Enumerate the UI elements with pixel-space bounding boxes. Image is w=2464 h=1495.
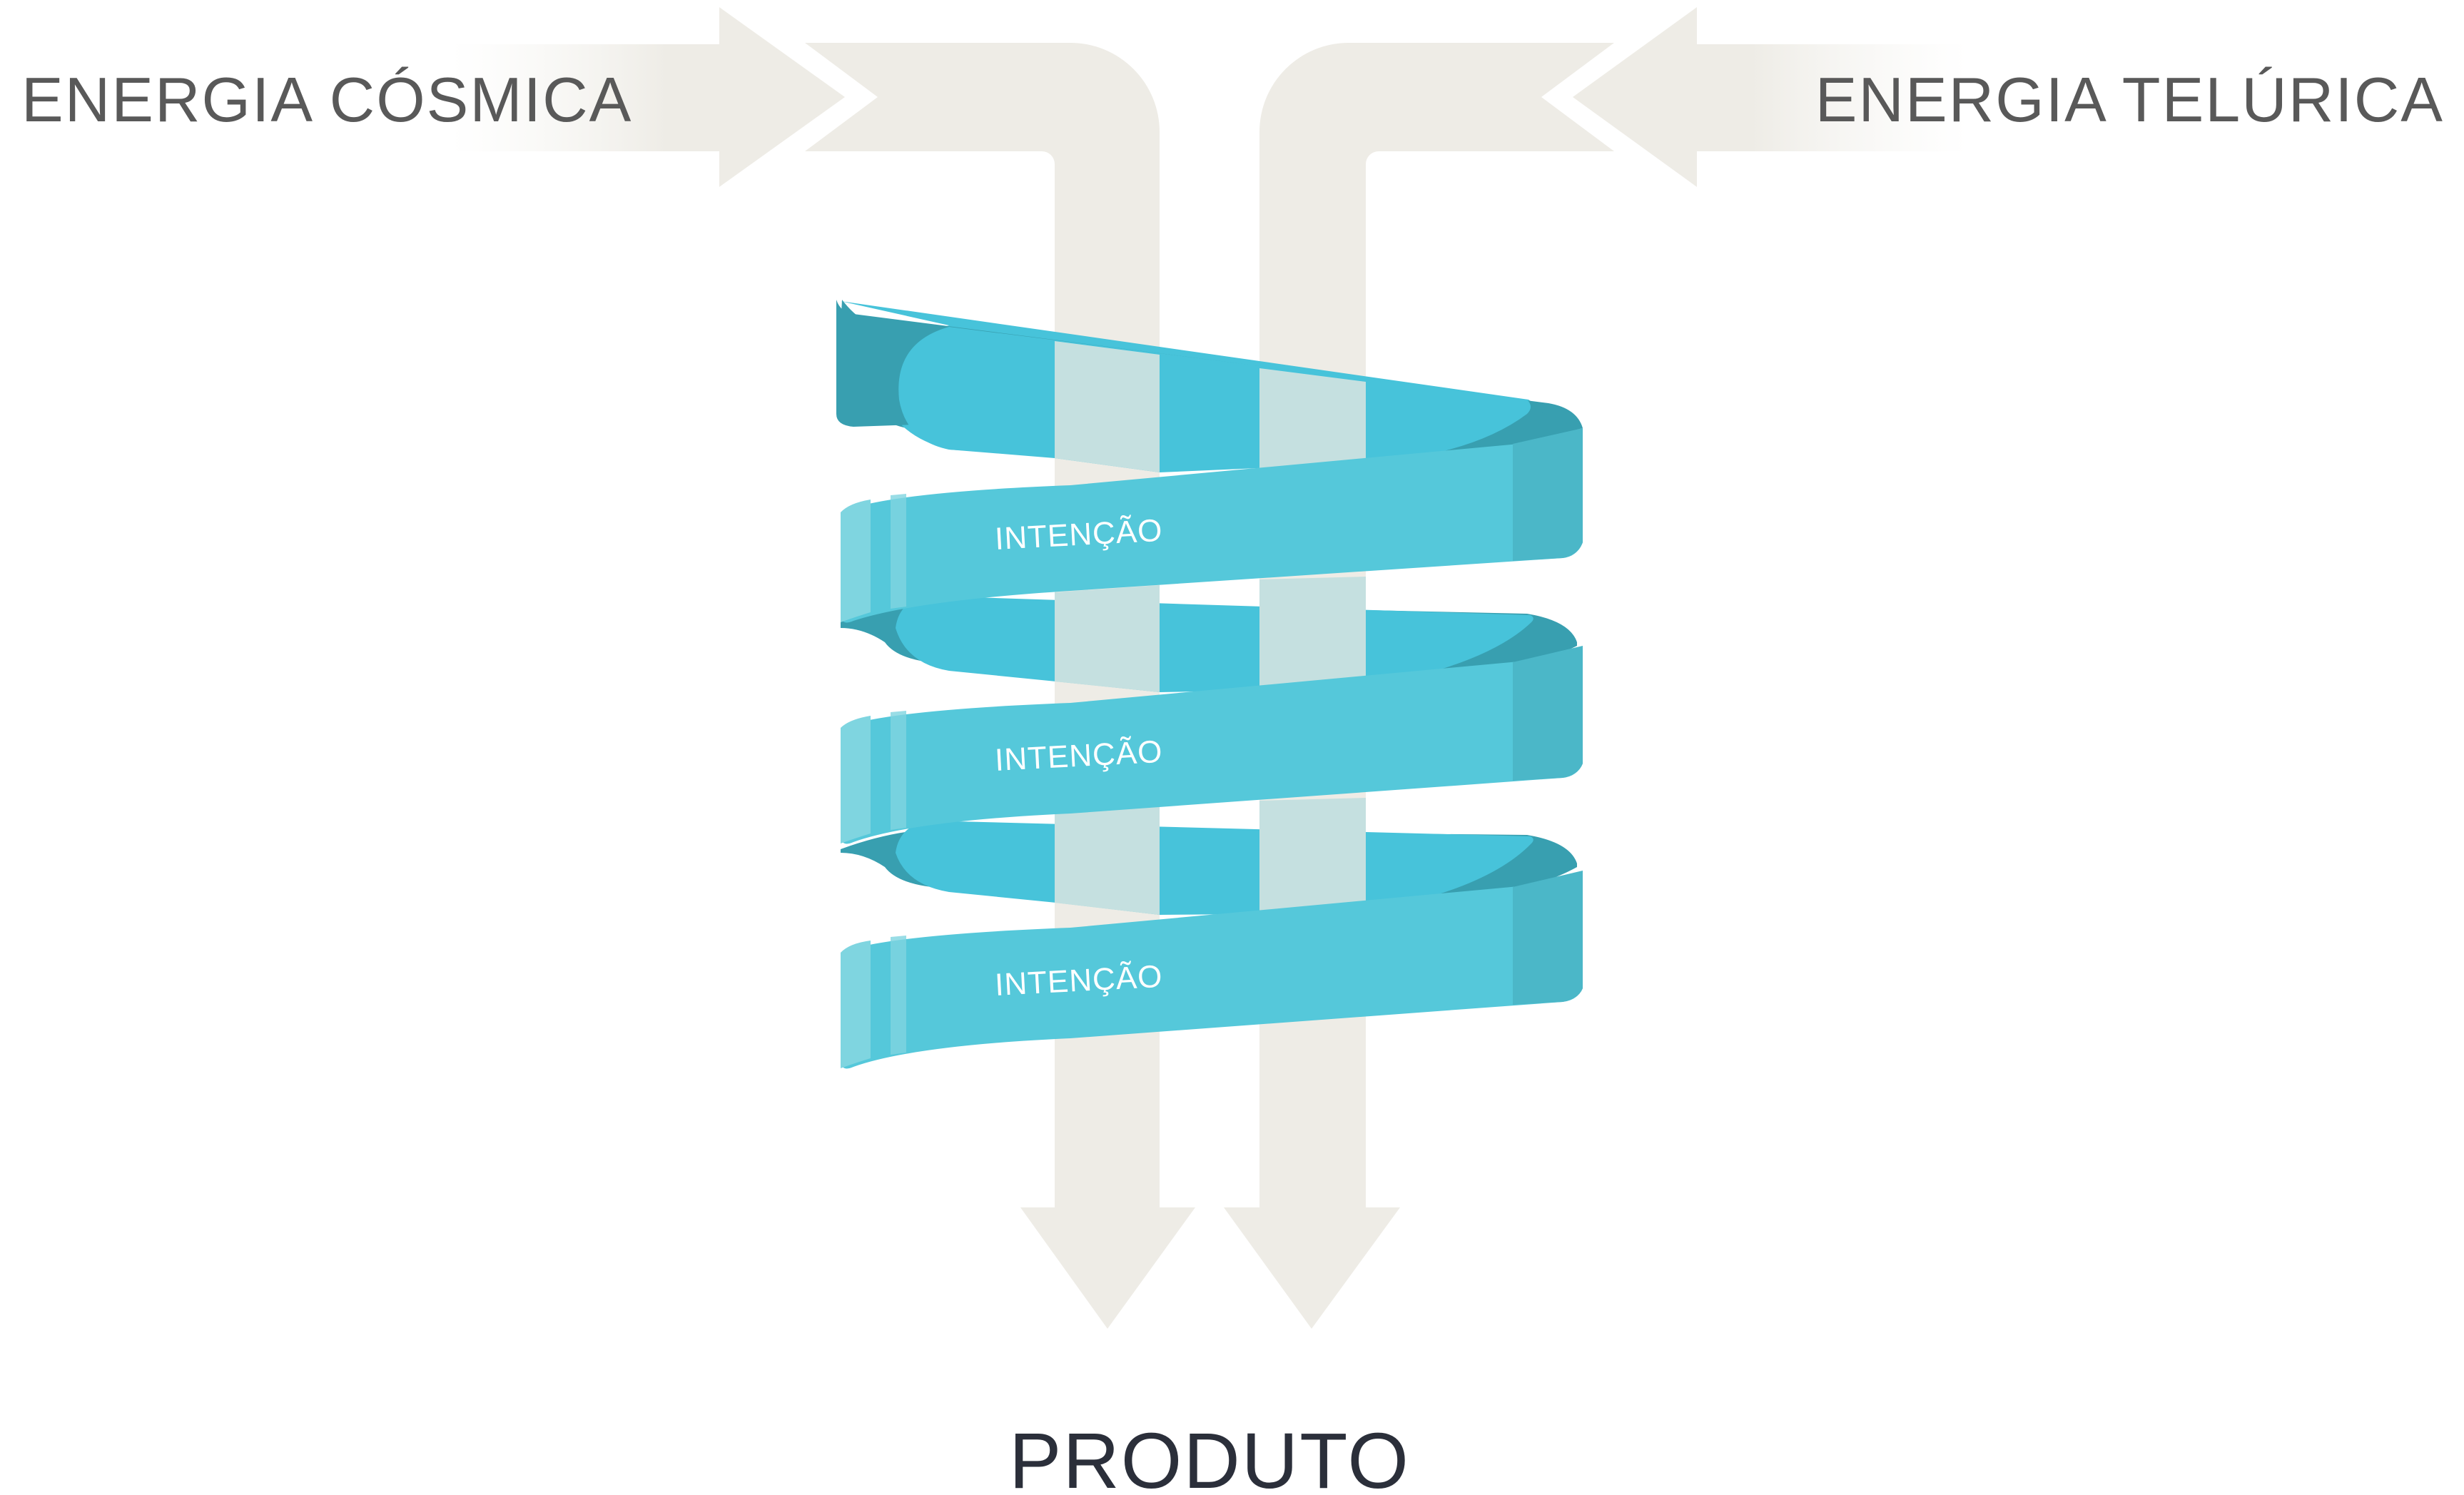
cosmic-energy-arrow [451,7,845,187]
cosmic-energy-label: ENERGIA CÓSMICA [21,64,632,135]
ribbon-front-band-1: INTENÇÃO [841,428,1583,623]
ribbon-front-band-3: INTENÇÃO [841,871,1583,1069]
product-label: PRODUTO [1009,1417,1410,1495]
intention-label-2: INTENÇÃO [994,734,1164,778]
intention-label-1: INTENÇÃO [994,512,1164,557]
telluric-energy-label: ENERGIA TELÚRICA [1815,64,2444,135]
telluric-energy-arrow [1573,7,1968,187]
ribbon-front-band-2: INTENÇÃO [841,646,1583,844]
arrow-overlay-back [1055,341,1366,915]
intention-label-3: INTENÇÃO [994,958,1164,1003]
